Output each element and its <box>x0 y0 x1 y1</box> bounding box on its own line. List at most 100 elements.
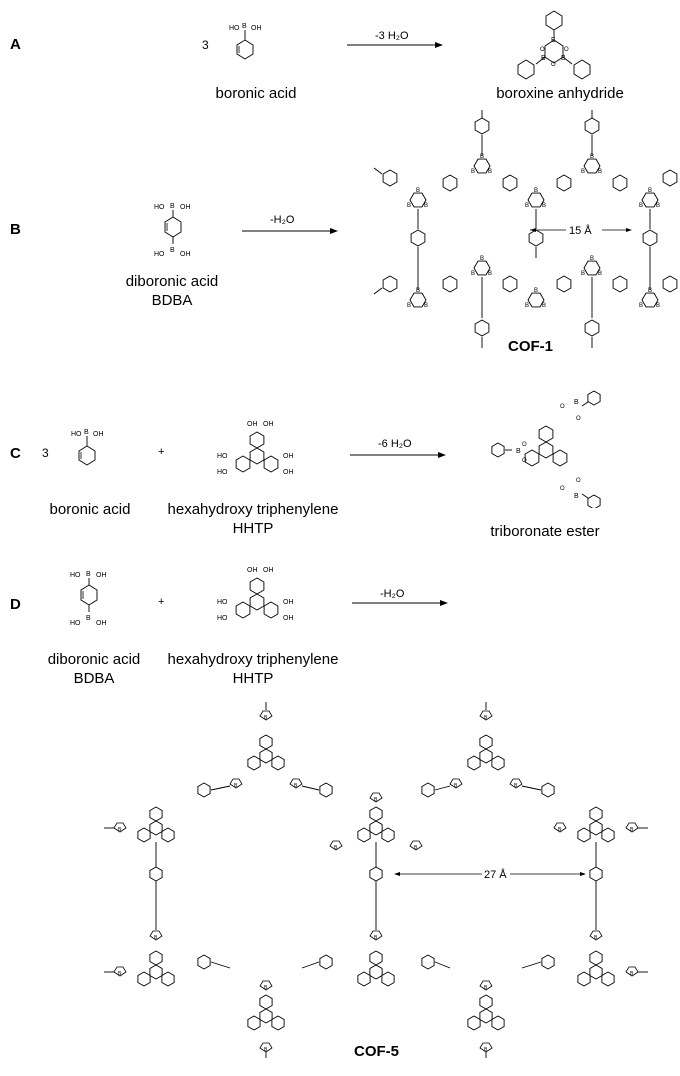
dioxaborole-ring <box>509 778 523 789</box>
oh-label: OH <box>263 567 274 574</box>
boron-label: B <box>242 23 247 30</box>
ring <box>247 1015 261 1031</box>
plus-sign-d: + <box>158 596 165 608</box>
boron-label: B <box>590 256 594 262</box>
boron-label: B <box>656 303 660 309</box>
boron-label: B <box>454 783 458 789</box>
bond <box>301 785 320 791</box>
oxygen-label: O <box>522 458 527 464</box>
reactant-line2-b: BDBA <box>151 292 193 309</box>
boron-label: B <box>514 783 518 789</box>
boron-label: B <box>542 203 546 209</box>
oh-label: OH <box>251 25 262 32</box>
reagent-line1-d: hexahydroxy triphenylene <box>167 651 339 668</box>
boron-label: B <box>407 303 411 309</box>
boron-label: B <box>484 1047 488 1053</box>
ring <box>589 866 603 882</box>
reactant-line1-b: diboronic acid <box>125 273 219 290</box>
ring <box>556 275 572 293</box>
ring <box>577 827 591 843</box>
boron-label: B <box>86 571 91 578</box>
boron-label: B <box>374 797 378 803</box>
boron-label: B <box>656 203 660 209</box>
reaction-arrow-b <box>242 228 338 234</box>
ring <box>587 494 601 508</box>
reagent-name-c: hexahydroxy triphenylene HHTP <box>148 500 358 538</box>
boron-label: B <box>294 783 298 789</box>
boron-label: B <box>118 971 122 977</box>
ring <box>538 425 554 443</box>
oh-label: HO <box>217 453 228 460</box>
ring <box>527 192 545 208</box>
oh-label: HO <box>71 431 82 438</box>
reactant-name-b: diboronic acid BDBA <box>112 272 232 310</box>
boron-label: B <box>264 1047 268 1053</box>
oh-label: HO <box>70 572 81 579</box>
dioxaborole-ring <box>259 980 273 991</box>
oh-label: OH <box>93 431 104 438</box>
pore-size-label-b: 15 Å <box>569 224 592 237</box>
ring <box>541 782 555 798</box>
ring <box>271 1015 285 1031</box>
oxygen-label: O <box>576 478 581 484</box>
bond <box>581 493 589 499</box>
bond <box>373 287 383 295</box>
boron-label: B <box>598 271 602 277</box>
reactant-name-d: diboronic acid BDBA <box>34 650 154 688</box>
ring <box>556 174 572 192</box>
boron-label: B <box>264 985 268 991</box>
boron-label: B <box>639 203 643 209</box>
boron-label: B <box>170 203 175 210</box>
boron-label: B <box>416 288 420 294</box>
ring <box>524 449 540 467</box>
ring <box>369 866 383 882</box>
boron-label: B <box>480 256 484 262</box>
bdba-structure-b: HO B OH B HO OH <box>154 203 191 258</box>
boronic-acid-structure-a: HO B OH <box>229 23 262 60</box>
boron-label: B <box>424 303 428 309</box>
boroxine-structure: B O O B B O <box>517 10 591 80</box>
boron-label: B <box>407 203 411 209</box>
oh-label: OH <box>283 453 294 460</box>
condition-b: -H₂O <box>270 214 295 226</box>
oh-label: HO <box>217 469 228 476</box>
oh-label: OH <box>247 567 258 574</box>
boron-label: B <box>534 188 538 194</box>
oh-label: OH <box>180 204 191 211</box>
panel-label-b: B <box>10 221 21 238</box>
dioxaborole-ring <box>149 930 163 941</box>
plus-sign-c: + <box>158 446 165 458</box>
ring <box>601 827 615 843</box>
boron-label: B <box>639 303 643 309</box>
dioxaborole-ring <box>479 1042 493 1053</box>
boron-label: B <box>648 188 652 194</box>
dioxaborole-ring <box>259 710 273 721</box>
ring <box>502 174 518 192</box>
boron-label: B <box>558 827 562 833</box>
ring <box>149 820 163 836</box>
boron-label: B <box>488 169 492 175</box>
boron-label: B <box>648 288 652 294</box>
boron-label: B <box>416 188 420 194</box>
ring <box>473 158 491 174</box>
ring <box>662 169 678 187</box>
bond <box>434 961 451 969</box>
condition-d: -H₂O <box>380 588 405 600</box>
oh-label: HO <box>217 615 228 622</box>
reactant-name-c: boronic acid <box>49 501 131 518</box>
ring <box>247 755 261 771</box>
ring <box>197 954 211 970</box>
boron-label: B <box>170 247 175 254</box>
oh-label: OH <box>283 469 294 476</box>
dioxaborole-ring <box>369 792 383 803</box>
ring <box>235 455 251 473</box>
oh-label: OH <box>283 599 294 606</box>
dioxaborole-ring <box>259 1042 273 1053</box>
boron-label: B <box>484 985 488 991</box>
ring <box>271 755 285 771</box>
boron-label: B <box>574 399 579 406</box>
oxygen-label: O <box>551 62 556 68</box>
ring <box>421 954 435 970</box>
bdba-structure-d: HO B OH B HO OH <box>70 571 107 627</box>
